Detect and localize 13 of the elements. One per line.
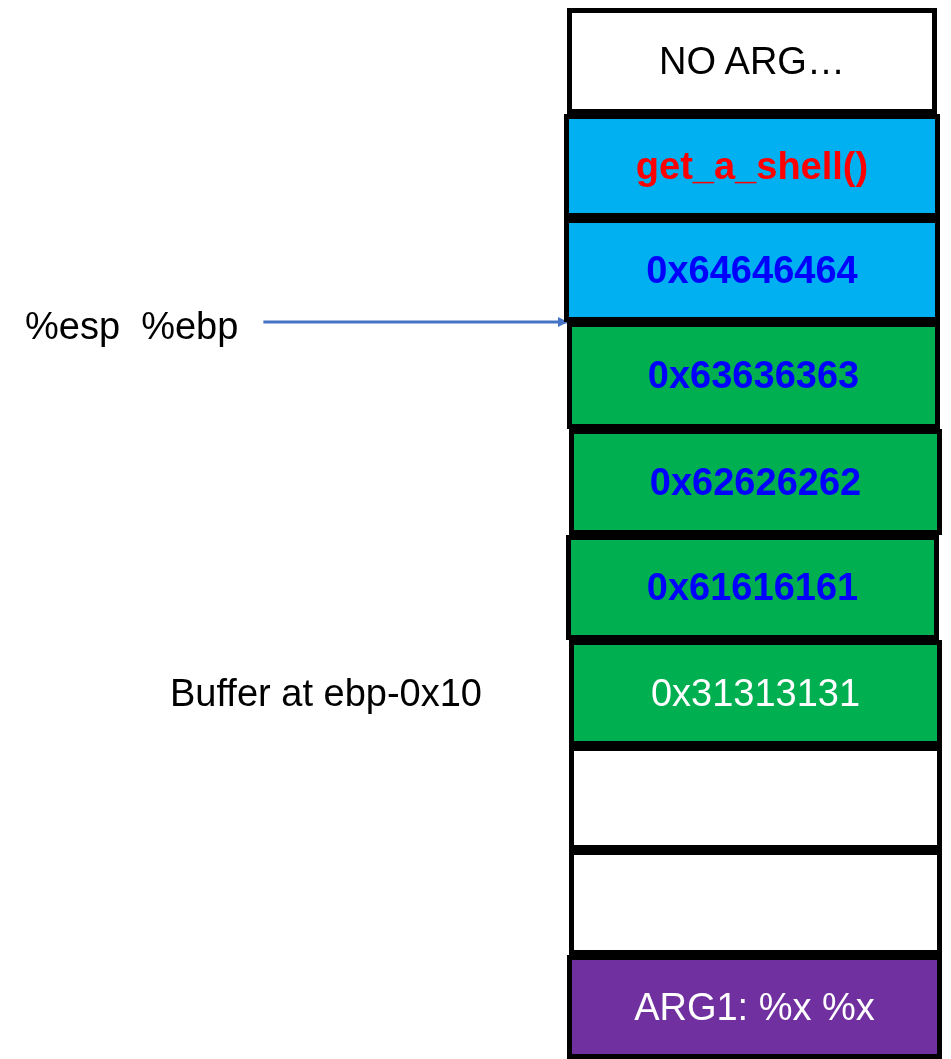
arrow xyxy=(263,317,568,327)
slot-value: 0x63636363 xyxy=(647,354,860,397)
stack-slot xyxy=(567,955,942,1059)
slot-value: ARG1: %x %x xyxy=(634,985,875,1029)
slot-value: 0x61616161 xyxy=(646,566,859,609)
slot-caption: Buffer at ebp-0x10 xyxy=(170,672,482,715)
stack-slot xyxy=(567,8,937,114)
slot-value: NO ARG… xyxy=(659,39,845,83)
slot-value: 0x62626262 xyxy=(649,460,862,504)
slot-value: 0x31313131 xyxy=(650,671,861,715)
slot-value: get_a_shell() xyxy=(635,144,869,188)
register-label: %esp %ebp xyxy=(25,305,239,348)
slot-value: 0x64646464 xyxy=(646,248,858,292)
